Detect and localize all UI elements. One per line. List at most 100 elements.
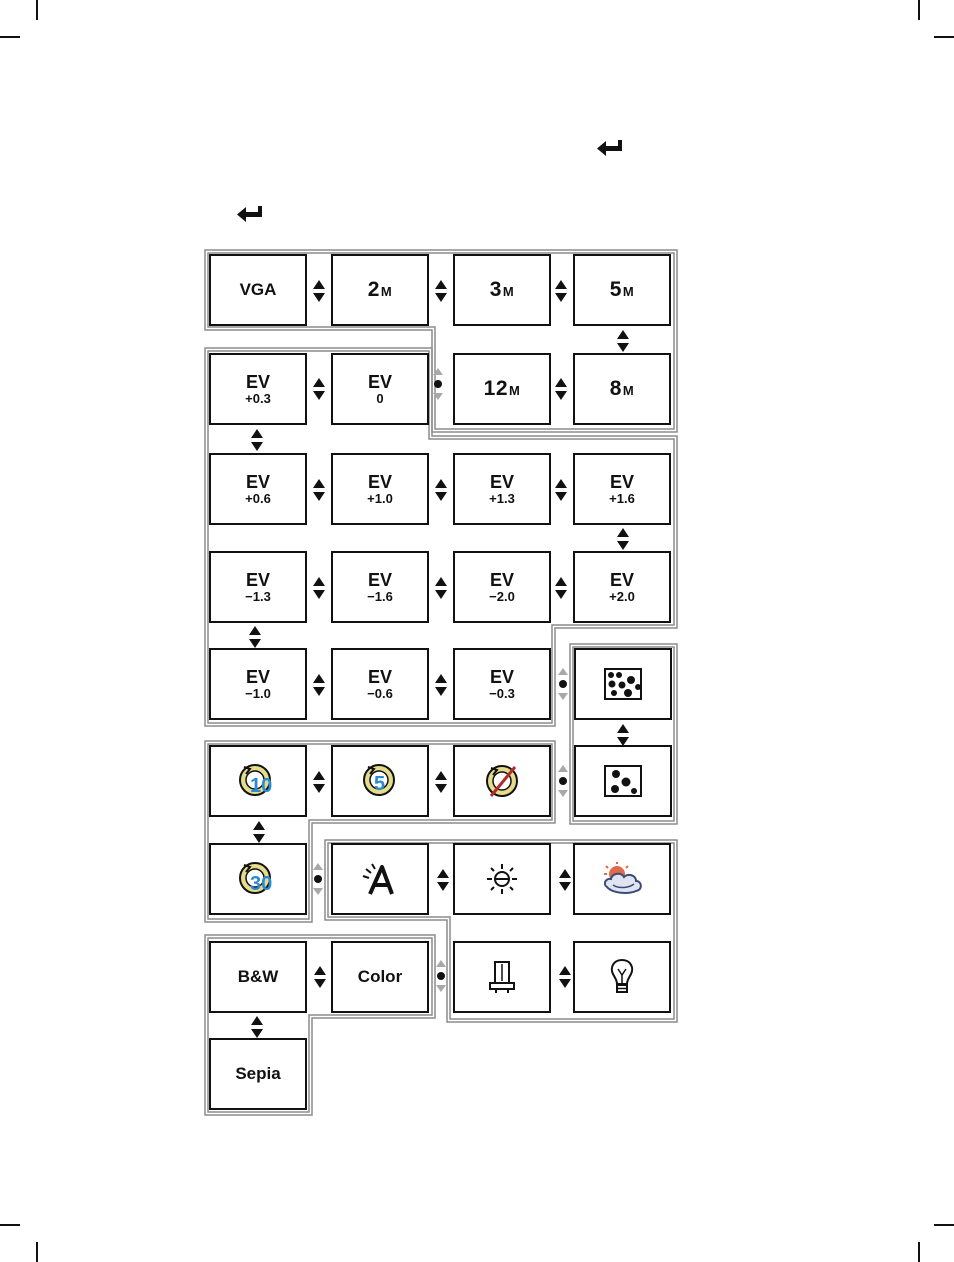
ev-minus-0-3-cell[interactable]: EV−0.3 (453, 648, 551, 720)
resolution-8m-number: 8 (610, 377, 622, 401)
resolution-2m-unit: M (381, 284, 392, 299)
quality-fine-cell[interactable] (574, 648, 672, 720)
color-bw-cell[interactable]: B&W (209, 941, 307, 1013)
ev-label: EV (368, 473, 392, 491)
self-timer-5-number: 5 (374, 773, 385, 796)
ev-value: −0.6 (367, 687, 393, 700)
up-down-arrow-icon (555, 479, 567, 501)
up-down-arrow-icon (559, 869, 571, 891)
ev-label: EV (368, 373, 392, 391)
ev-plus-2-0-cell[interactable]: EV+2.0 (573, 551, 671, 623)
color-sepia-cell[interactable]: Sepia (209, 1038, 307, 1110)
ev-value: −2.0 (489, 590, 515, 603)
resolution-12m-unit: M (509, 383, 520, 398)
color-normal-cell[interactable]: Color (331, 941, 429, 1013)
ev-label: EV (610, 473, 634, 491)
up-down-arrow-icon (617, 330, 629, 352)
up-down-arrow-icon (435, 479, 447, 501)
up-down-arrow-icon (435, 577, 447, 599)
ev-plus-0-3-cell[interactable]: EV+0.3 (209, 353, 307, 425)
up-down-arrow-icon (313, 771, 325, 793)
ev-value: −1.3 (245, 590, 271, 603)
up-down-arrow-icon (313, 674, 325, 696)
self-timer-5-icon: 5 (360, 761, 400, 801)
resolution-vga-label: VGA (240, 280, 277, 300)
ev-value: +0.6 (245, 492, 271, 505)
white-balance-fluorescent-icon (487, 959, 517, 995)
ev-minus-2-0-cell[interactable]: EV−2.0 (453, 551, 551, 623)
ev-value: +1.6 (609, 492, 635, 505)
self-timer-off-cell[interactable] (453, 745, 551, 817)
up-down-arrow-icon (313, 280, 325, 302)
wb-tungsten-cell[interactable] (573, 941, 671, 1013)
ev-label: EV (368, 668, 392, 686)
resolution-3m-number: 3 (490, 278, 502, 302)
ev-plus-1-6-cell[interactable]: EV+1.6 (573, 453, 671, 525)
ev-label: EV (246, 668, 270, 686)
ev-value: −0.3 (489, 687, 515, 700)
ev-value: −1.0 (245, 687, 271, 700)
ev-label: EV (490, 473, 514, 491)
wb-fluorescent-cell[interactable] (453, 941, 551, 1013)
ev-label: EV (246, 473, 270, 491)
up-down-arrow-icon (251, 429, 263, 451)
wb-auto-cell[interactable] (331, 843, 429, 915)
up-down-arrow-icon (435, 674, 447, 696)
color-bw-label: B&W (238, 967, 279, 987)
up-down-arrow-icon (249, 626, 261, 648)
ev-plus-0-6-cell[interactable]: EV+0.6 (209, 453, 307, 525)
ev-label: EV (246, 373, 270, 391)
ev-label: EV (610, 571, 634, 589)
group-switch-icon (435, 960, 447, 992)
up-down-arrow-icon (251, 1016, 263, 1038)
ev-label: EV (490, 571, 514, 589)
self-timer-10-icon: 10 (236, 761, 280, 801)
group-switch-icon (557, 668, 569, 700)
self-timer-30-cell[interactable]: 30 (209, 843, 307, 915)
white-balance-cloudy-icon (599, 861, 645, 897)
up-down-arrow-icon (313, 479, 325, 501)
ev-plus-1-3-cell[interactable]: EV+1.3 (453, 453, 551, 525)
wb-daylight-cell[interactable] (453, 843, 551, 915)
up-down-arrow-icon (617, 724, 629, 746)
quality-normal-icon (604, 765, 642, 797)
up-down-arrow-icon (555, 378, 567, 400)
ev-minus-1-3-cell[interactable]: EV−1.3 (209, 551, 307, 623)
ev-value: +0.3 (245, 392, 271, 405)
up-down-arrow-icon (253, 821, 265, 843)
group-switch-icon (557, 765, 569, 797)
resolution-3m-unit: M (503, 284, 514, 299)
resolution-vga-cell[interactable]: VGA (209, 254, 307, 326)
wb-cloudy-cell[interactable] (573, 843, 671, 915)
self-timer-30-icon: 30 (236, 859, 280, 899)
self-timer-5-cell[interactable]: 5 (331, 745, 429, 817)
ev-minus-1-6-cell[interactable]: EV−1.6 (331, 551, 429, 623)
self-timer-off-icon (482, 761, 522, 801)
up-down-arrow-icon (437, 869, 449, 891)
up-down-arrow-icon (313, 378, 325, 400)
white-balance-daylight-icon (484, 861, 520, 897)
quality-normal-cell[interactable] (574, 745, 672, 817)
ev-label: EV (368, 571, 392, 589)
self-timer-10-cell[interactable]: 10 (209, 745, 307, 817)
ev-minus-1-0-cell[interactable]: EV−1.0 (209, 648, 307, 720)
self-timer-30-number: 30 (250, 873, 272, 896)
up-down-arrow-icon (555, 577, 567, 599)
ev-minus-0-6-cell[interactable]: EV−0.6 (331, 648, 429, 720)
up-down-arrow-icon (435, 280, 447, 302)
white-balance-auto-icon (360, 861, 400, 897)
self-timer-10-number: 10 (250, 775, 272, 798)
ev-value: 0 (376, 392, 383, 405)
ev-value: −1.6 (367, 590, 393, 603)
up-down-arrow-icon (559, 966, 571, 988)
ev-value: +1.0 (367, 492, 393, 505)
up-down-arrow-icon (313, 577, 325, 599)
ev-plus-1-0-cell[interactable]: EV+1.0 (331, 453, 429, 525)
